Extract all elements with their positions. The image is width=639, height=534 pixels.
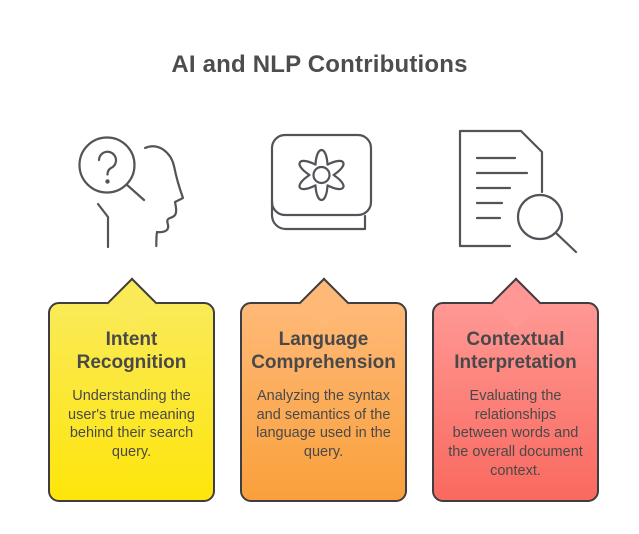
card-title: Intent Recognition: [76, 329, 187, 374]
card-title: Language Comprehension: [251, 329, 396, 374]
magnifier-handle: [554, 231, 578, 253]
document-outline: [458, 129, 544, 248]
gear-flower-path: [298, 148, 345, 202]
card-title: Contextual Interpretation: [454, 329, 577, 374]
gear-center-circle: [312, 165, 331, 185]
card-description: Evaluating the relationships between wor…: [448, 388, 583, 479]
neck-back-path: [96, 202, 110, 249]
contextual-interpretation-card: Contextual Interpretation Evaluating the…: [432, 277, 599, 502]
book-gear-icon: [268, 131, 378, 251]
book-cover: [270, 133, 373, 217]
page-title: AI and NLP Contributions: [171, 51, 468, 78]
question-mark: [97, 150, 118, 176]
magnifier-circle: [78, 136, 136, 194]
question-dot: [105, 179, 110, 184]
card-description: Understanding the user's true meaning be…: [68, 388, 195, 460]
card-description: Analyzing the syntax and semantics of th…: [256, 388, 391, 460]
card-pointer-up: [106, 277, 157, 329]
book-pages-path: [270, 199, 367, 231]
head-search-question-icon: [72, 128, 192, 253]
intent-recognition-card: Intent Recognition Understanding the use…: [48, 277, 215, 502]
language-comprehension-card: Language Comprehension Analyzing the syn…: [240, 277, 407, 502]
magnifier-circle: [516, 193, 564, 241]
head-profile-path: [143, 145, 185, 248]
document-search-icon: [450, 128, 580, 253]
magnifier-handle: [125, 183, 146, 202]
card-pointer-up: [490, 277, 541, 329]
card-pointer-up: [298, 277, 349, 329]
